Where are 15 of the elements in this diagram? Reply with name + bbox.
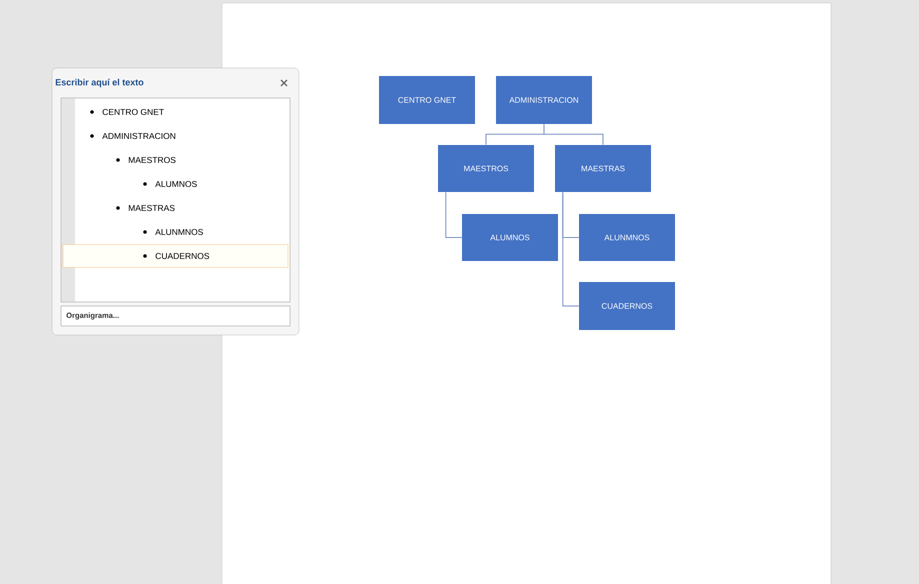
org-box: MAESTROS: [438, 145, 534, 192]
org-box: CENTRO GNET: [379, 76, 475, 124]
list-item: ALUNMNOS: [143, 229, 203, 235]
list-item: MAESTRAS: [116, 205, 175, 211]
org-box: CUADERNOS: [579, 282, 675, 330]
org-box: ADMINISTRACION: [496, 76, 592, 124]
org-box: ALUNMNOS: [579, 214, 675, 261]
list-item: MAESTROS: [116, 157, 176, 163]
pane-title: Escribir aquí el texto: [56, 78, 144, 88]
org-box: ALUMNOS: [462, 214, 558, 261]
list-item: CENTRO GNET: [90, 109, 164, 115]
list-item: CUADERNOS: [143, 253, 210, 259]
org-box: MAESTRAS: [555, 145, 651, 192]
list-item: ALUMNOS: [143, 181, 197, 187]
list-item: ADMINISTRACION: [90, 133, 176, 139]
